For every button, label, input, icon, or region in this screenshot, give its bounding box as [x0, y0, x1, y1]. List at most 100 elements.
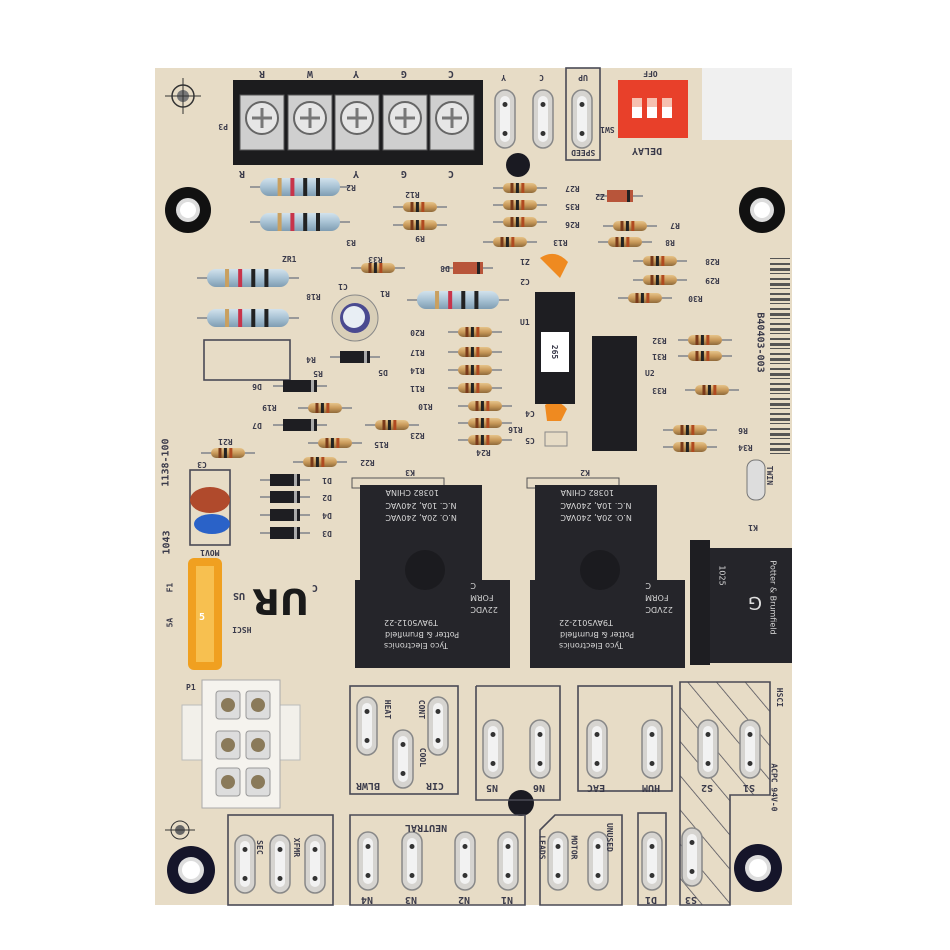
relay-text: T9AV5012-22: [559, 618, 614, 627]
resistor: R6: [663, 425, 748, 435]
spade-terminal-heat[interactable]: [356, 696, 378, 756]
terminal-label: EAC: [587, 782, 605, 793]
part-number: B40403-003: [755, 312, 766, 372]
terminal-label-bottom: G: [401, 168, 407, 179]
resistor: R11: [410, 383, 502, 393]
heat-label: HEAT: [383, 700, 392, 719]
resistor: R17: [410, 347, 502, 357]
resistor: R24: [458, 435, 512, 457]
terminal-label-top: W: [306, 68, 313, 79]
zr1-ref: ZR1: [282, 255, 297, 264]
diode: Z2: [595, 190, 643, 202]
resistor: R12: [393, 190, 447, 212]
spade-terminal-n3[interactable]: [401, 831, 423, 891]
component-ref: R13: [553, 238, 568, 247]
terminal-screw[interactable]: [239, 94, 285, 151]
relay-text: 10382 CHINA: [385, 488, 439, 497]
terminal-label: N5: [486, 782, 498, 793]
component-ref: R7: [670, 221, 680, 230]
terminal-label: N4: [361, 894, 373, 905]
resistor: R8: [598, 237, 675, 247]
power-resistor: R3: [250, 213, 356, 247]
component-ref: R19: [262, 403, 277, 412]
spade-terminal-n2[interactable]: [454, 831, 476, 891]
relay-text: N.O. 20A, 240VAC: [560, 513, 632, 522]
spade-terminal-cool[interactable]: [392, 729, 414, 789]
motor-leads-label: LEADS: [538, 835, 547, 859]
component-ref: R21: [218, 437, 233, 446]
ic-u1-ref: U1: [520, 318, 530, 327]
terminal-label: S2: [701, 782, 713, 793]
spade-terminal-s2[interactable]: [697, 719, 719, 779]
component-ref: R18: [306, 292, 321, 301]
terminal-screw[interactable]: [382, 94, 428, 151]
component-ref: R16: [508, 425, 523, 434]
relay-text: N.C. 10A, 240VAC: [385, 501, 457, 510]
resistor: R16: [458, 418, 523, 434]
spade-terminal-motor-unused[interactable]: [587, 831, 609, 891]
component-ref: MOV1: [200, 548, 219, 557]
spade-terminal-d1[interactable]: [641, 831, 663, 891]
terminal-label: N3: [405, 894, 417, 905]
mounting-hole: [165, 187, 211, 233]
terminal-label-bottom: R: [238, 168, 245, 179]
spade-terminal-xfmr[interactable]: [304, 834, 326, 894]
spade-terminal-n6[interactable]: [529, 719, 551, 779]
spade-terminal-s3[interactable]: [681, 827, 703, 887]
resistor: R35: [493, 200, 580, 211]
relay-text: Potter & Brumfield: [769, 560, 778, 634]
ic-u2: U2: [592, 336, 655, 451]
fuse-f1: 5: [188, 558, 222, 670]
spade-terminal-n5[interactable]: [482, 719, 504, 779]
terminal-block-ref: P3: [218, 122, 228, 131]
resistor: R22: [293, 457, 375, 467]
connector-ref: P1: [186, 683, 196, 692]
diode: D4: [260, 509, 332, 521]
component-ref: R24: [476, 448, 491, 457]
spade-terminal-y[interactable]: [494, 89, 516, 149]
spade-terminal-s1[interactable]: [739, 719, 761, 779]
spade-terminal-motor-unused[interactable]: [547, 831, 569, 891]
thermistor: [506, 153, 530, 177]
component-ref: R26: [565, 220, 580, 229]
resistor: R31: [652, 351, 732, 361]
terminal-screw[interactable]: [429, 94, 475, 151]
spade-terminal-xfmr[interactable]: [269, 834, 291, 894]
relay-text: FORM: [470, 593, 493, 602]
svg-text:UR: UR: [252, 580, 309, 621]
neutral-label: NEUTRAL: [405, 822, 447, 833]
diode: D3: [260, 527, 332, 539]
component-ref: R2: [346, 183, 356, 192]
component-ref: R28: [705, 257, 720, 266]
mov-varistor: [194, 514, 230, 534]
component-ref: D5: [378, 368, 388, 377]
power-resistor: R2: [250, 178, 356, 196]
spade-terminal-n1[interactable]: [497, 831, 519, 891]
relay-text: Tyco Electronics: [384, 641, 449, 650]
component-ref: R17: [410, 348, 425, 357]
ceramic-capacitor: [545, 401, 567, 421]
component-ref: Z1: [520, 257, 530, 266]
resistor: R15: [308, 438, 389, 449]
twin-jumper[interactable]: [746, 459, 766, 501]
component-ref: R27: [565, 184, 580, 193]
spade-terminal-n4[interactable]: [357, 831, 379, 891]
resistor: R20: [410, 327, 502, 337]
spade-terminal-xfmr[interactable]: [234, 834, 256, 894]
delay-dip-switch[interactable]: [618, 80, 688, 138]
fuse-rating: 5A: [165, 618, 174, 628]
resistor: R10: [418, 401, 512, 411]
spade-terminal-cont[interactable]: [427, 696, 449, 756]
spade-terminal-c[interactable]: [532, 89, 554, 149]
component-ref: R29: [705, 276, 720, 285]
terminal-screw[interactable]: [334, 94, 380, 151]
spade-label: C: [539, 73, 544, 82]
component-ref: R4: [306, 355, 316, 364]
resistor: R27: [493, 183, 580, 193]
terminal-screw[interactable]: [287, 94, 333, 151]
spade-terminal-hum[interactable]: [641, 719, 663, 779]
spade-terminal-up[interactable]: [571, 89, 593, 149]
spade-terminal-eac[interactable]: [586, 719, 608, 779]
